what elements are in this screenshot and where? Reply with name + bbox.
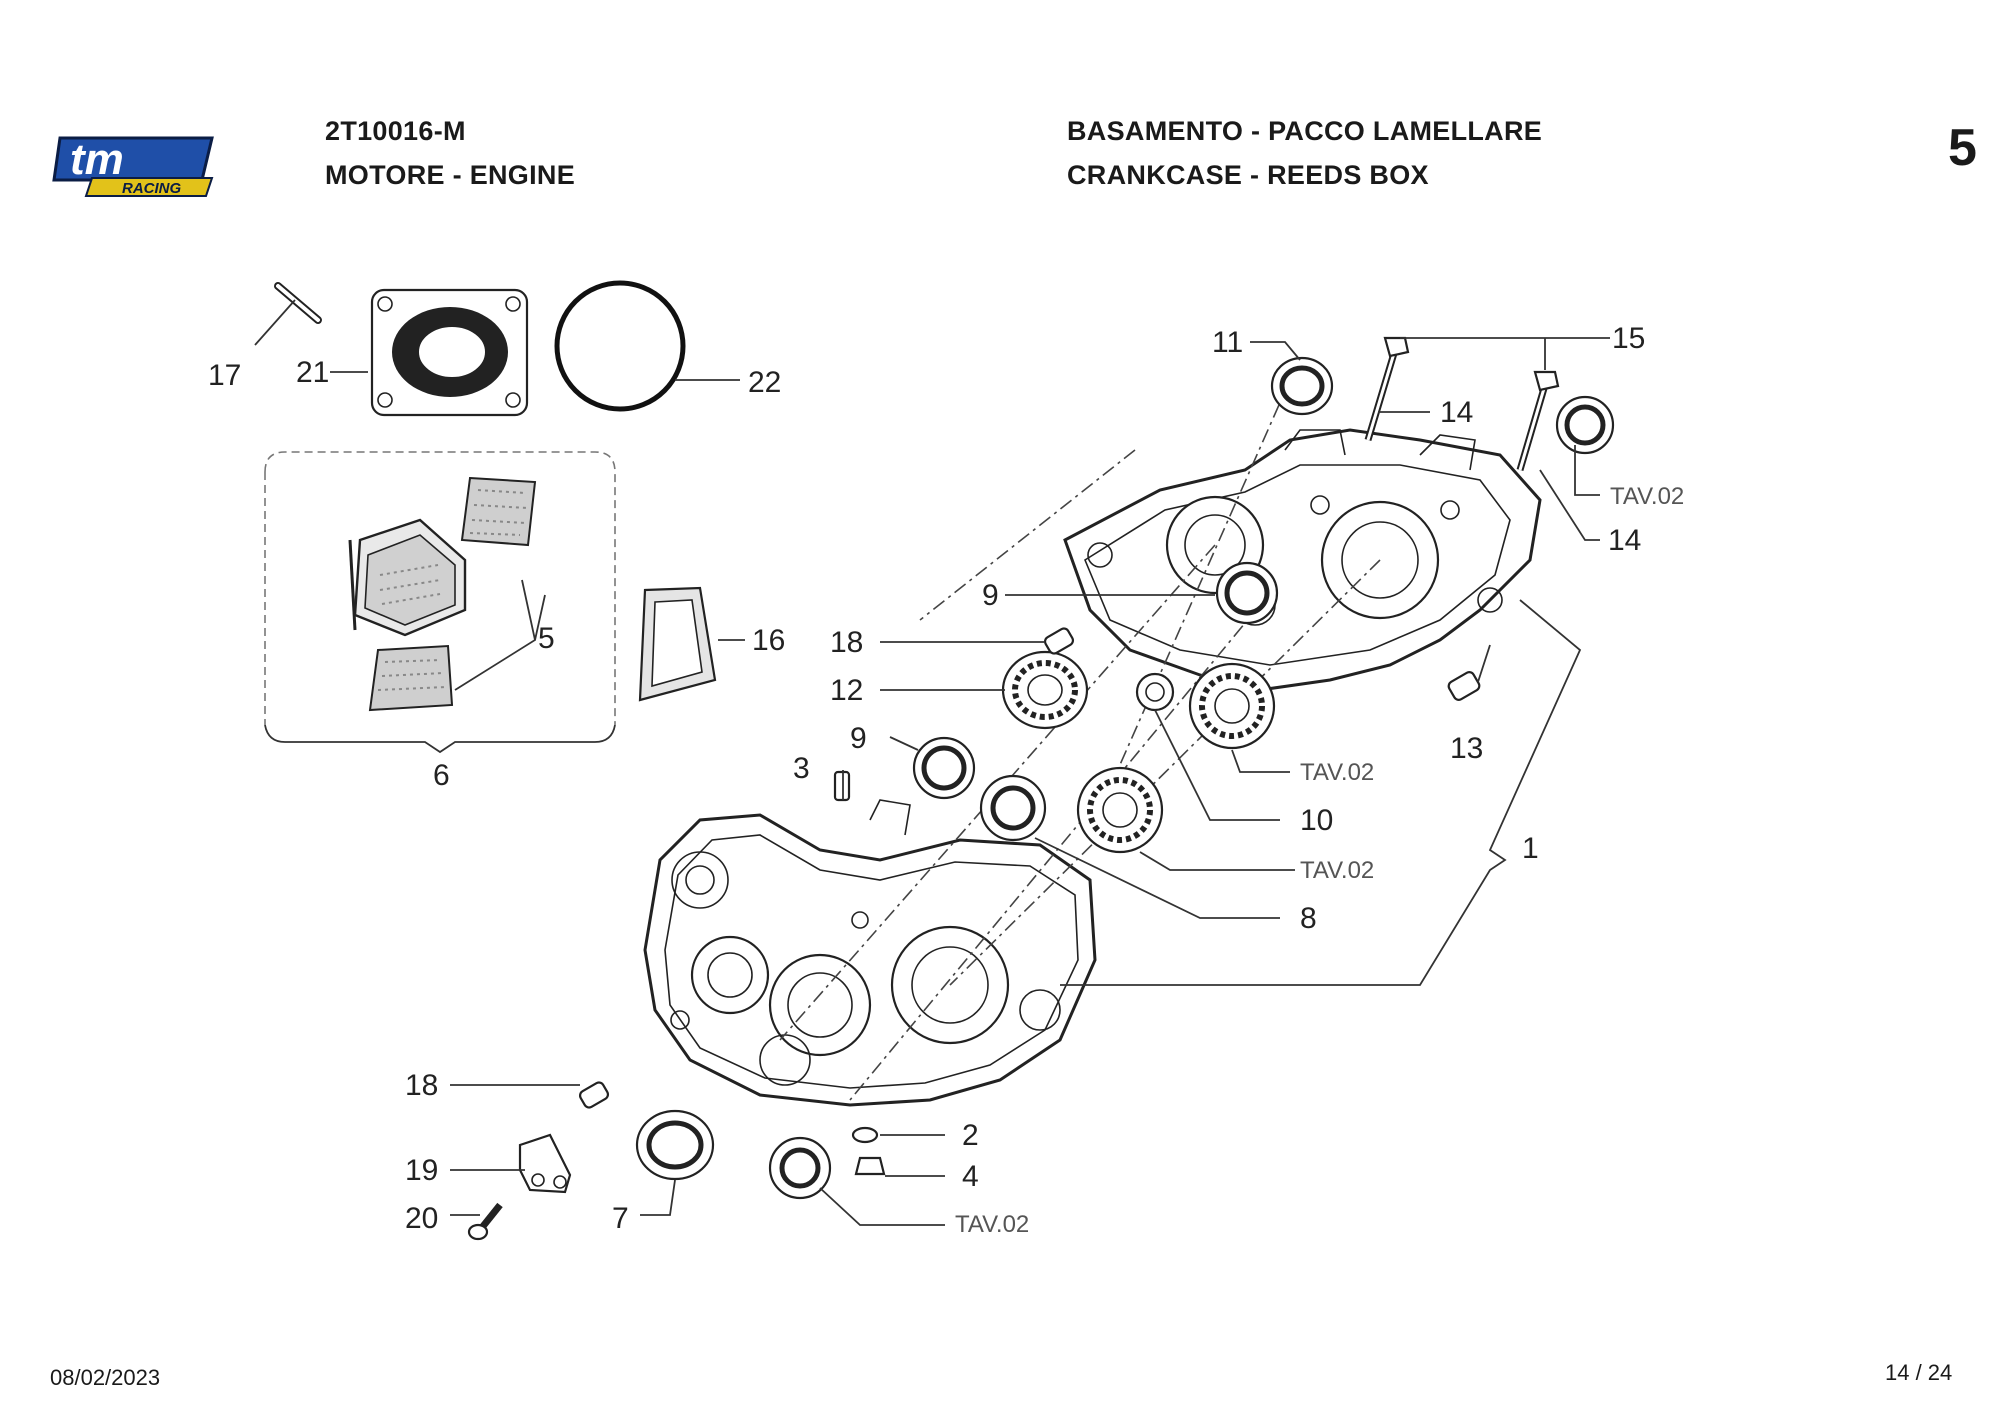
table-number: 5 (1948, 119, 1977, 177)
callout-16: 16 (752, 624, 785, 657)
callout-18-lower: 18 (405, 1069, 438, 1102)
oil-seal-tav02-right (1555, 395, 1615, 455)
callout-15: 15 (1612, 322, 1645, 355)
callout-4: 4 (962, 1160, 979, 1193)
stud-14-left (1364, 336, 1410, 442)
callout-22: 22 (748, 366, 781, 399)
oil-seal-tav02-lower (768, 1136, 832, 1200)
part-code: 2T10016-M (325, 116, 466, 146)
page-title-italian: BASAMENTO - PACCO LAMELLARE (1067, 116, 1543, 146)
bearing-12 (1001, 650, 1089, 730)
bolt-20 (467, 1202, 503, 1241)
dowel-18-lower (578, 1081, 610, 1109)
o-ring-22 (554, 280, 686, 412)
drain-plug-4 (854, 1156, 886, 1176)
intake-flange-21 (370, 288, 529, 417)
reed-petal-5-top (460, 476, 537, 547)
callout-19: 19 (405, 1154, 438, 1187)
reference-tav02-right: TAV.02 (1610, 483, 1684, 510)
callout-1: 1 (1522, 832, 1539, 865)
logo-subtext: RACING (122, 180, 181, 197)
callout-5: 5 (538, 622, 555, 655)
dowel-18-upper (1043, 627, 1075, 655)
callout-18-upper: 18 (830, 626, 863, 659)
logo-text: tm (70, 135, 124, 184)
oil-seal-8 (979, 774, 1047, 842)
brand-logo: tm RACING (52, 128, 222, 200)
callout-9-upper: 9 (982, 579, 999, 612)
callout-14-top: 14 (1440, 396, 1473, 429)
leader-lines (254, 299, 1610, 1226)
bracket-19 (518, 1133, 572, 1194)
callout-9-lower: 9 (850, 722, 867, 755)
pin-17 (274, 282, 322, 324)
part-group: MOTORE - ENGINE (325, 160, 576, 190)
stud-14-right (1516, 370, 1560, 471)
callout-10: 10 (1300, 804, 1333, 837)
crankcase-half-left (643, 799, 1097, 1107)
page-counter: 14 / 24 (1885, 1360, 1953, 1385)
plug-3 (833, 770, 851, 802)
dowel-13 (1447, 671, 1481, 701)
callout-3: 3 (793, 752, 810, 785)
oil-seal-9-upper (1215, 561, 1279, 625)
callout-6: 6 (433, 759, 450, 792)
callout-13: 13 (1450, 732, 1483, 765)
bushing-10 (1135, 672, 1175, 712)
washer-2 (851, 1126, 879, 1144)
callout-12: 12 (830, 674, 863, 707)
reed-kit-bracket-6 (264, 451, 616, 725)
callout-21: 21 (296, 356, 329, 389)
bearing-crankshaft-right (1188, 662, 1276, 750)
oil-seal-11 (1270, 356, 1334, 416)
crankcase-half-right (1063, 428, 1542, 692)
reed-gasket-16 (638, 586, 717, 702)
callout-8: 8 (1300, 902, 1317, 935)
oil-seal-9-lower (912, 736, 976, 800)
reference-tav02-bearing: TAV.02 (1300, 759, 1374, 786)
callout-2: 2 (962, 1119, 979, 1152)
callout-14-right: 14 (1608, 524, 1641, 557)
reference-tav02-crank: TAV.02 (1300, 857, 1374, 884)
reference-tav02-lower: TAV.02 (955, 1211, 1029, 1238)
reed-petal-5-bottom (368, 644, 454, 712)
callout-20: 20 (405, 1202, 438, 1235)
callout-17: 17 (208, 359, 241, 392)
bearing-crankshaft-left (1076, 766, 1164, 854)
oil-seal-7 (635, 1109, 715, 1181)
reed-block (348, 518, 467, 637)
page-title-english: CRANKCASE - REEDS BOX (1067, 160, 1429, 190)
document-date: 08/02/2023 (50, 1365, 161, 1390)
callout-11: 11 (1212, 326, 1243, 359)
callout-7: 7 (612, 1202, 629, 1235)
